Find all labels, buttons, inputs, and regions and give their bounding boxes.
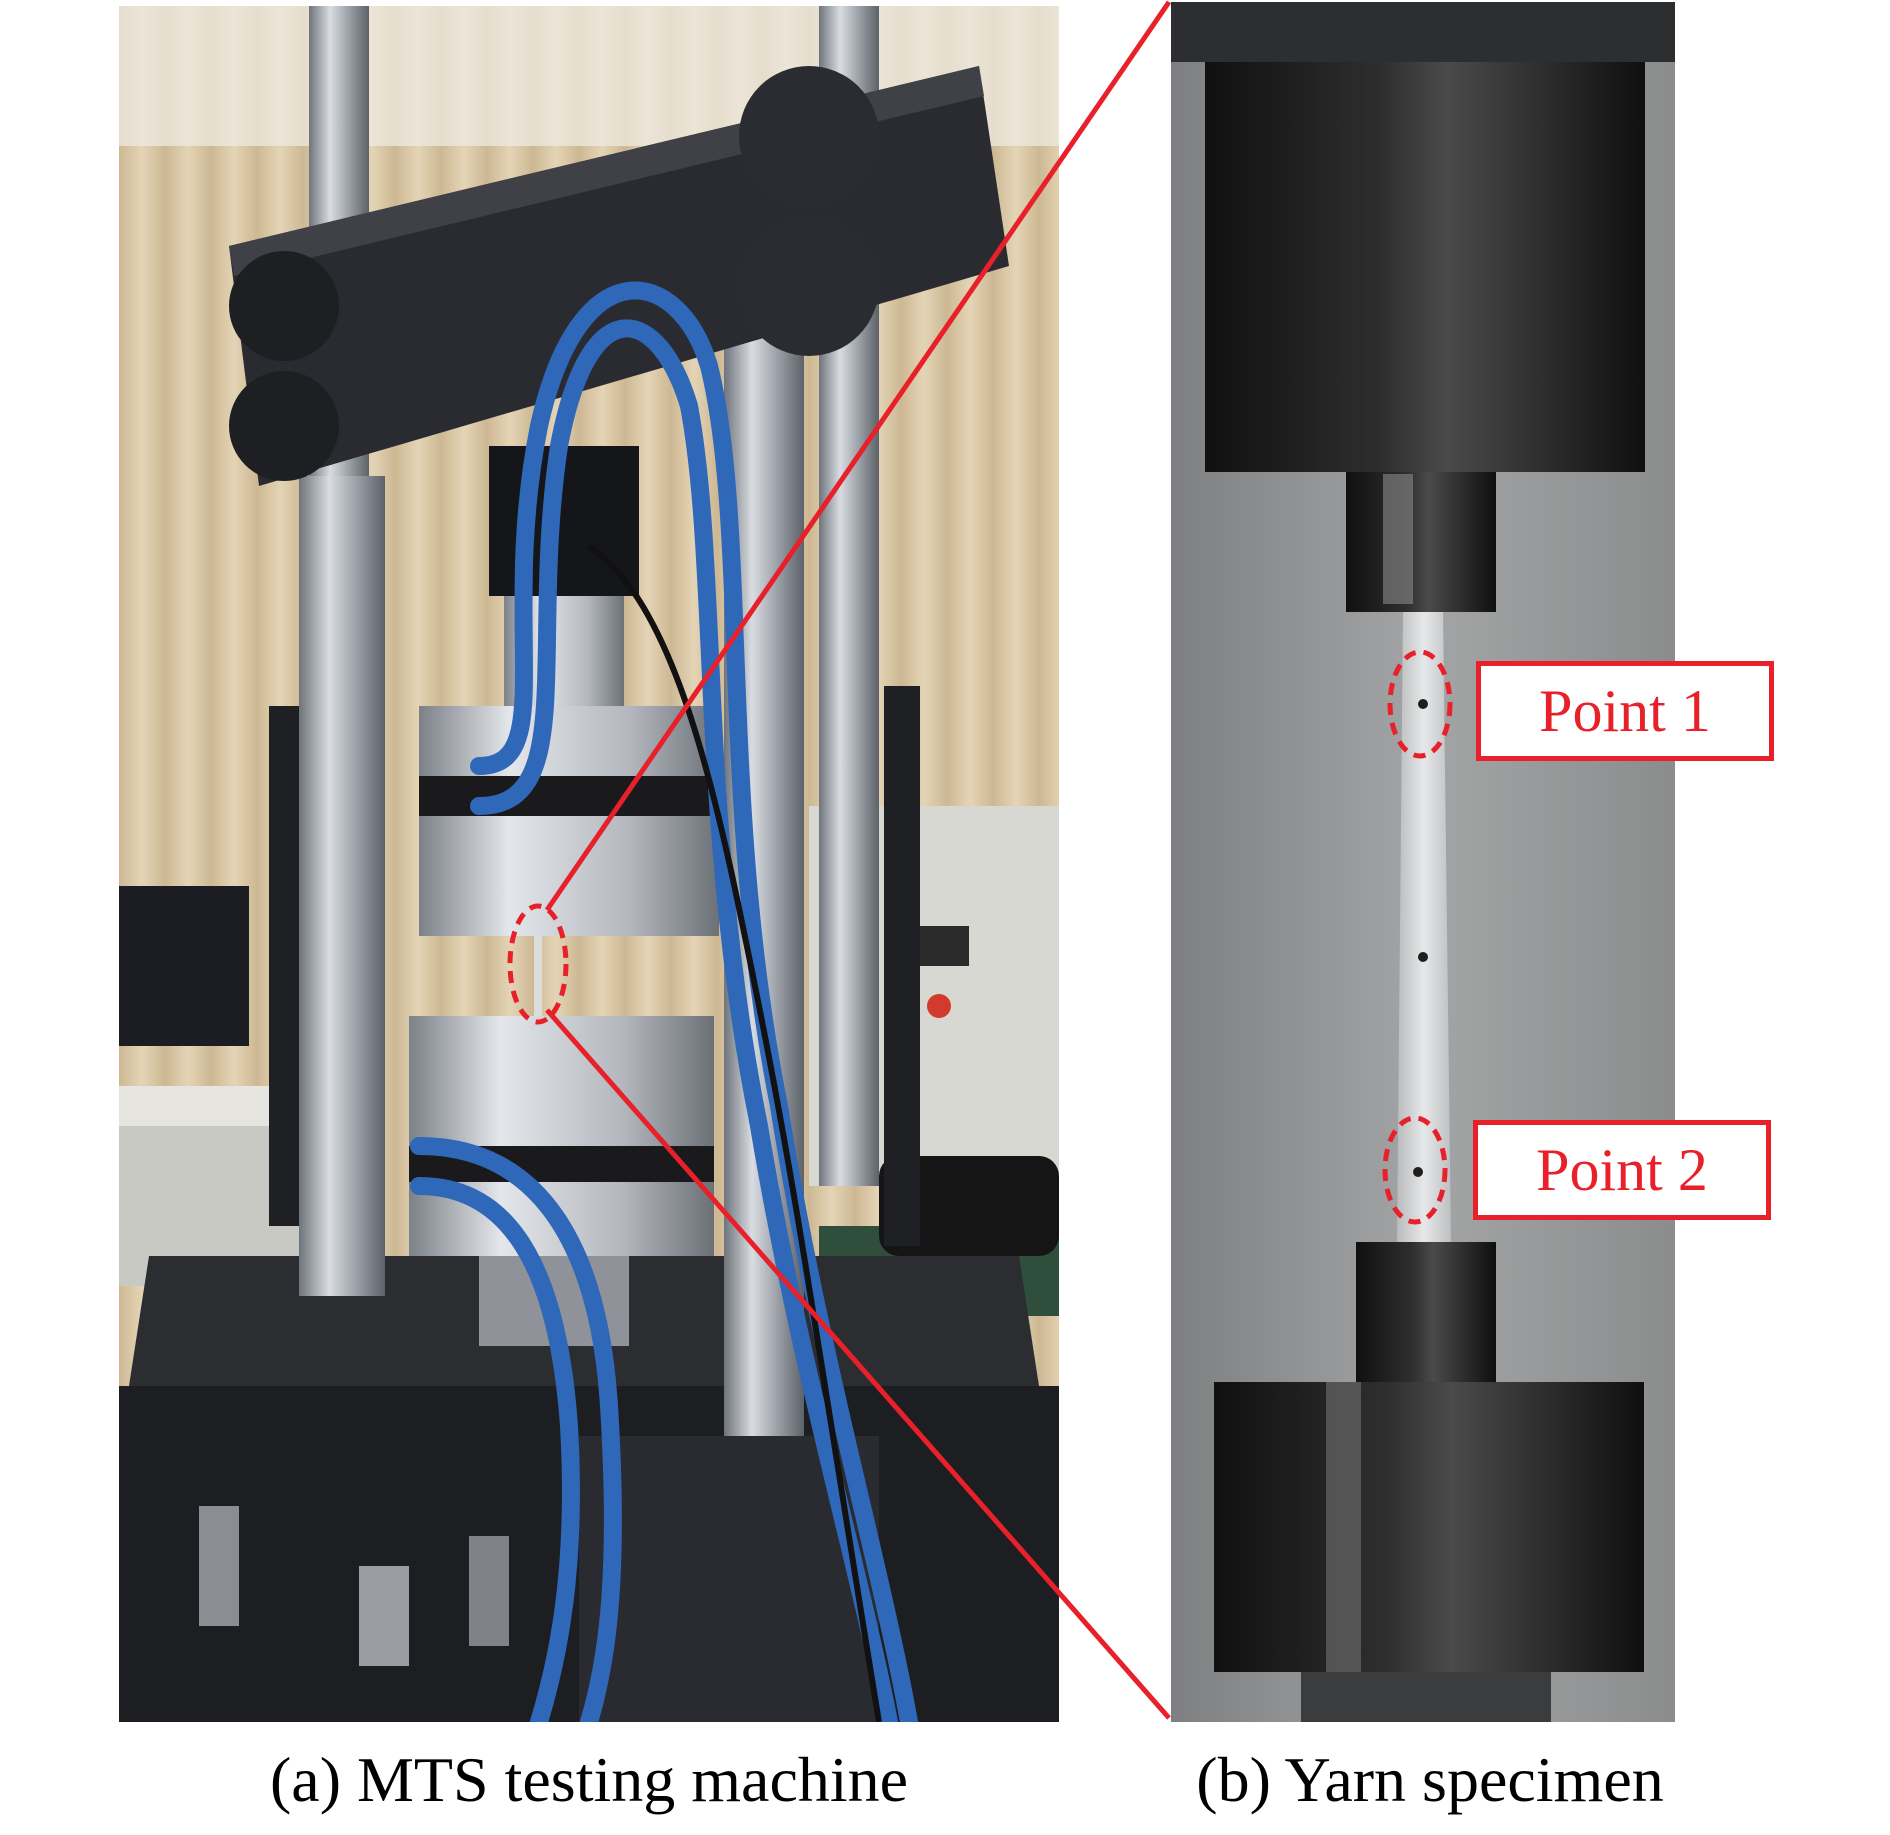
upper-jaw (1346, 472, 1496, 612)
point-2-label: Point 2 (1473, 1120, 1771, 1220)
marker-point-2 (1413, 1167, 1423, 1177)
photo-mts-testing-machine (119, 6, 1059, 1722)
upper-grip (419, 706, 719, 936)
marker-point-1 (1418, 699, 1428, 709)
lower-jaw (1356, 1242, 1496, 1382)
upper-clamp (1205, 62, 1645, 472)
yarn (1397, 612, 1451, 1242)
mts-machine-illustration (119, 6, 1059, 1722)
monitor (119, 886, 249, 1046)
lower-clamp (1214, 1382, 1644, 1672)
marker-mid (1418, 952, 1428, 962)
yarn-specimen-small (534, 936, 542, 1016)
caption-a: (a) MTS testing machine (269, 1744, 909, 1815)
caption-b: (b) Yarn specimen (1196, 1744, 1664, 1815)
left-column-front (299, 476, 385, 1296)
yarn-specimen-illustration (1171, 2, 1675, 1722)
photo-yarn-specimen (1171, 2, 1675, 1722)
point-1-label: Point 1 (1476, 661, 1774, 761)
